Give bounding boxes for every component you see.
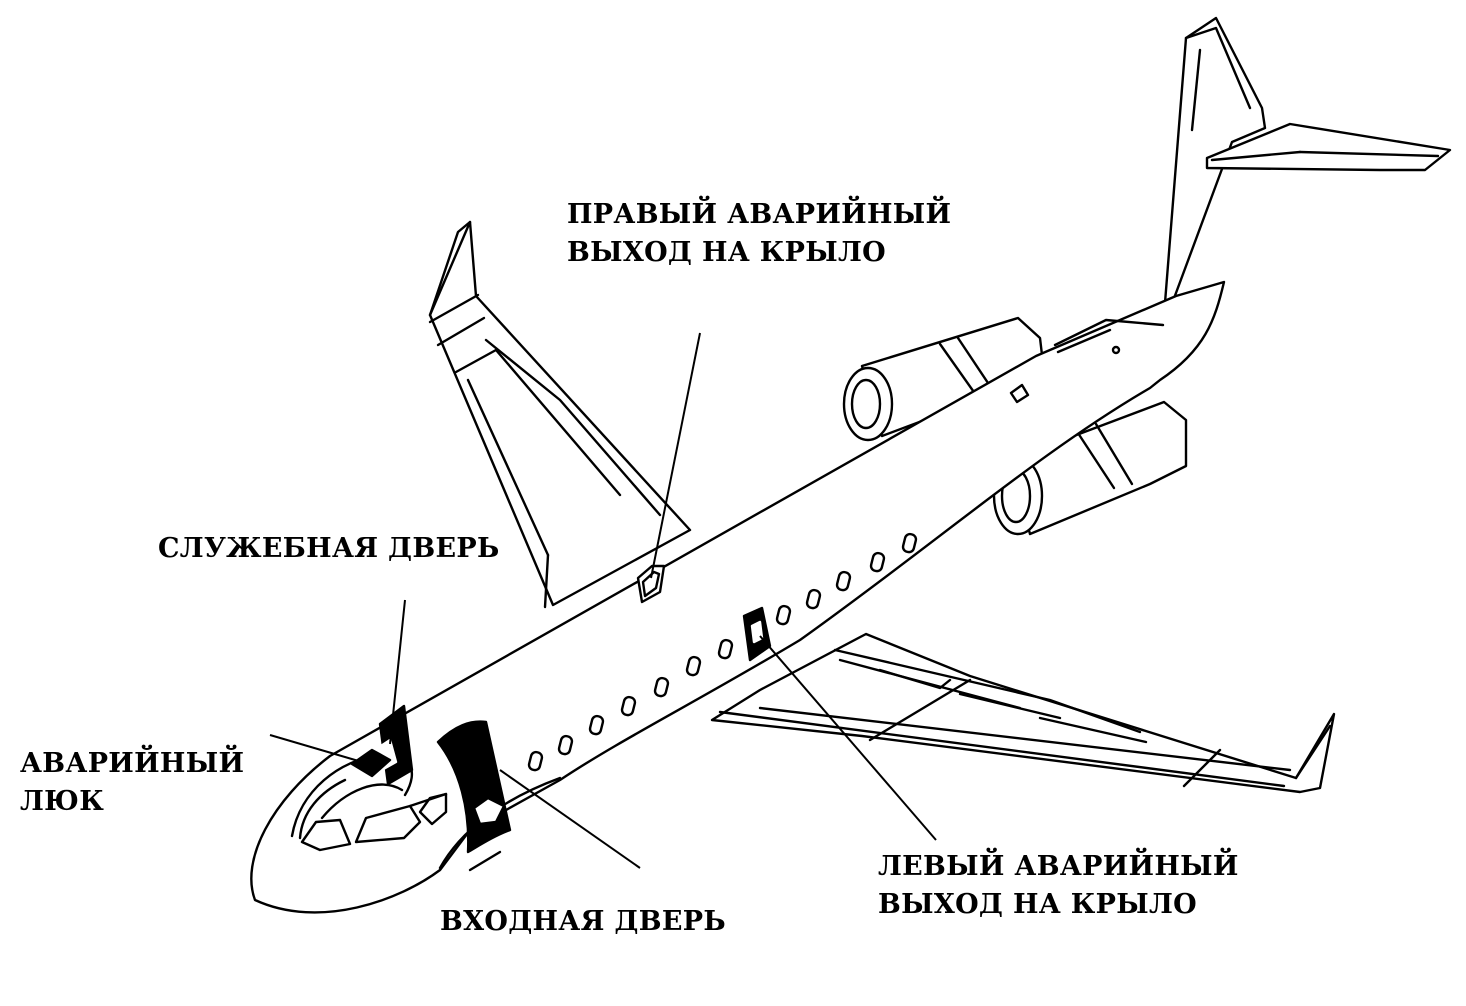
right-wing-exit-marker: [636, 564, 666, 604]
left-wing-exit-marker: [742, 606, 772, 662]
cockpit: [290, 753, 448, 852]
label-left-wing-exit-line2: ВЫХОД НА КРЫЛО: [878, 889, 1197, 920]
label-entry-door-text: ВХОДНАЯ ДВЕРЬ: [440, 906, 726, 937]
label-right-wing-exit-line2: ВЫХОД НА КРЫЛО: [567, 237, 886, 268]
entry-door-marker: [436, 720, 512, 854]
label-right-wing-exit: ПРАВЫЙ АВАРИЙНЫЙ ВЫХОД НА КРЫЛО: [567, 196, 951, 272]
upper-engine: [842, 316, 1046, 442]
label-service-door-text: СЛУЖЕБНАЯ ДВЕРЬ: [158, 533, 500, 564]
fuselage: [250, 280, 1226, 914]
leader-right-exit: [650, 332, 701, 579]
label-emergency-hatch-line2: ЛЮК: [20, 786, 105, 817]
leader-left-exit: [759, 635, 937, 841]
emergency-hatch-marker: [350, 748, 392, 778]
label-left-wing-exit-line1: ЛЕВЫЙ АВАРИЙНЫЙ: [878, 851, 1239, 882]
leader-hatch: [269, 734, 363, 763]
label-emergency-hatch: АВАРИЙНЫЙ ЛЮК: [20, 745, 244, 821]
far-wing: [428, 220, 692, 609]
label-emergency-hatch-line1: АВАРИЙНЫЙ: [20, 748, 245, 779]
leader-entry-door: [499, 769, 641, 869]
label-entry-door: ВХОДНАЯ ДВЕРЬ: [440, 903, 726, 941]
label-service-door: СЛУЖЕБНАЯ ДВЕРЬ: [158, 530, 500, 568]
label-left-wing-exit: ЛЕВЫЙ АВАРИЙНЫЙ ВЫХОД НА КРЫЛО: [878, 848, 1239, 924]
leader-service-door: [389, 599, 406, 745]
windows: [527, 532, 918, 772]
near-wing: [710, 632, 1336, 794]
label-right-wing-exit-line1: ПРАВЫЙ АВАРИЙНЫЙ: [567, 199, 952, 230]
leader-lines: [269, 332, 937, 869]
tail: [1161, 16, 1452, 330]
